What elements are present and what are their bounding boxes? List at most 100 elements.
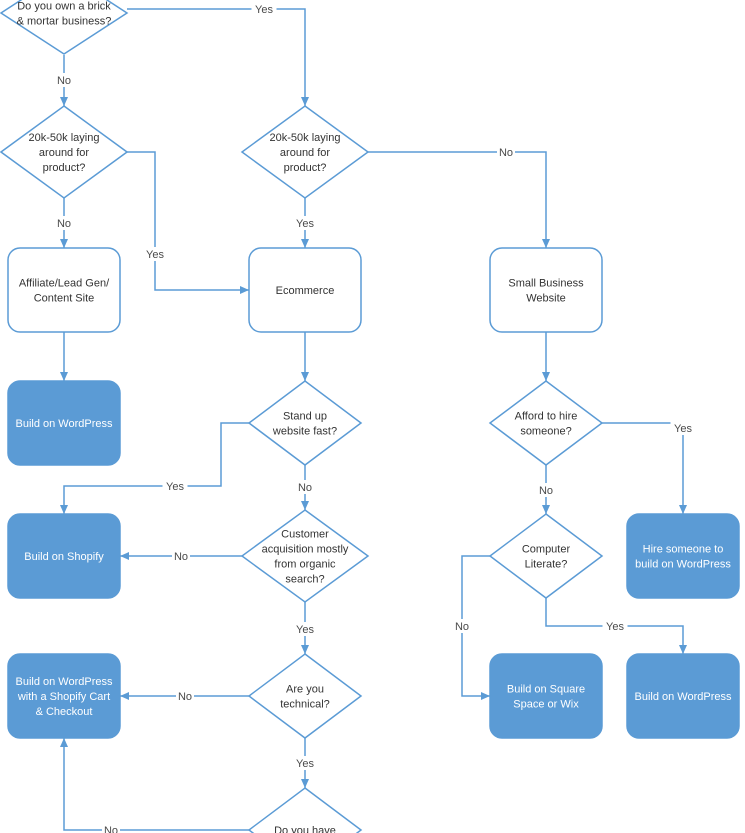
- decision-diamond: [240, 509, 370, 603]
- result-box: [7, 513, 121, 599]
- connector-label-technical-no: No: [178, 691, 192, 703]
- connector-label-bg: [162, 479, 188, 493]
- process-box: [7, 247, 121, 333]
- connector-label-bg: [102, 823, 120, 833]
- connector-label-bg: [55, 216, 73, 230]
- edge-cash-mid-no: [368, 151, 550, 248]
- decision-diamond: [247, 653, 363, 739]
- node-q-fast: Stand up website fast?: [247, 380, 363, 466]
- connector-label-bg: [292, 756, 318, 770]
- node-label-line: 20k-50k laying: [270, 132, 341, 144]
- node-wp-right: Build on WordPress: [626, 653, 740, 739]
- connector-label-bg: [670, 421, 696, 435]
- node-affiliate: Affiliate/Lead Gen/Content Site: [7, 247, 121, 333]
- connector-label-bg: [537, 483, 555, 497]
- node-label-line: Customer: [281, 529, 329, 541]
- result-box: [7, 653, 121, 739]
- connector-label-bg: [292, 216, 318, 230]
- connector-label-technical-yes: Yes: [296, 758, 314, 770]
- connector-label-organic-yes: Yes: [296, 624, 314, 636]
- decision-diamond: [240, 105, 370, 199]
- node-label-line: Afford to hire: [515, 411, 578, 423]
- connector-label-brick-yes: Yes: [255, 4, 273, 16]
- node-q-brick: Do you own a brick & mortar business?: [0, 0, 129, 55]
- node-q-cash-left: 20k-50k laying around for product?: [0, 105, 129, 199]
- node-ecommerce: Ecommerce: [248, 247, 362, 333]
- connector-label-do-you-have-no: No: [104, 825, 118, 833]
- decision-diamond: [488, 380, 604, 466]
- connector-label-bg: [176, 689, 194, 703]
- connector-label-bg: [251, 2, 277, 16]
- connector-label-bg: [142, 247, 168, 261]
- node-label-line: acquisition mostly: [262, 544, 349, 556]
- process-box: [489, 247, 603, 333]
- connector-label-bg: [453, 619, 471, 633]
- node-label-line: product?: [43, 162, 86, 174]
- connector-label-bg: [296, 480, 314, 494]
- connector-label-bg: [292, 622, 318, 636]
- edge-brick-yes: [127, 8, 309, 106]
- connector-label-computer-no: No: [455, 621, 469, 633]
- result-box: [7, 380, 121, 466]
- process-box: [248, 247, 362, 333]
- node-shopify: Build on Shopify: [7, 513, 121, 599]
- edge-fast-yes: [60, 422, 249, 514]
- node-label-line: Small Business: [508, 278, 584, 290]
- node-label-line: Do you own a brick: [17, 1, 111, 13]
- node-label-line: search?: [285, 574, 324, 586]
- node-label-line: & mortar business?: [17, 16, 112, 28]
- node-q-afford: Afford to hire someone?: [488, 380, 604, 466]
- connector-label-bg: [602, 619, 628, 633]
- decision-diamond: [247, 380, 363, 466]
- connector-label-afford-yes: Yes: [674, 423, 692, 435]
- node-q-do-you-have: Do you have: [247, 787, 363, 833]
- result-box: [626, 513, 740, 599]
- node-label-line: Affiliate/Lead Gen/: [19, 278, 110, 290]
- node-label-line: Do you have: [274, 825, 336, 833]
- node-label-line: Literate?: [525, 559, 568, 571]
- node-label-line: 20k-50k laying: [29, 132, 100, 144]
- decision-diamond: [488, 513, 604, 599]
- node-label-line: Build on WordPress: [15, 676, 113, 688]
- result-box: [489, 653, 603, 739]
- node-label-line: someone?: [520, 426, 571, 438]
- edge-do-you-have-no: [60, 738, 249, 831]
- connector-label-organic-no: No: [174, 551, 188, 563]
- node-label-line: Space or Wix: [513, 699, 579, 711]
- node-label-line: Build on Square: [507, 684, 585, 696]
- edge-cash-left-yes: [127, 151, 249, 294]
- connector-label-bg: [172, 549, 190, 563]
- connector-label-computer-yes: Yes: [606, 621, 624, 633]
- node-label-line: Content Site: [34, 293, 95, 305]
- connector-label-cash-left-yes: Yes: [146, 249, 164, 261]
- decision-diamond: [0, 0, 129, 55]
- edge-afford-yes: [602, 422, 687, 514]
- connector-label-cash-mid-no: No: [499, 147, 513, 159]
- connector-label-brick-no: No: [57, 75, 71, 87]
- connector-label-bg: [55, 73, 73, 87]
- connector-label-afford-no: No: [539, 485, 553, 497]
- node-label-line: Are you: [286, 684, 324, 696]
- connector-label-cash-mid-yes: Yes: [296, 218, 314, 230]
- node-label-line: Stand up: [283, 411, 327, 423]
- node-label-line: website fast?: [272, 426, 337, 438]
- node-label-line: Computer: [522, 544, 571, 556]
- node-label-line: & Checkout: [36, 706, 93, 718]
- connector-label-cash-left-no: No: [57, 218, 71, 230]
- node-label-line: Build on WordPress: [15, 418, 113, 430]
- node-label-line: Ecommerce: [276, 285, 335, 297]
- node-label-line: around for: [39, 147, 89, 159]
- node-label-line: around for: [280, 147, 330, 159]
- result-box: [626, 653, 740, 739]
- node-wp-left: Build on WordPress: [7, 380, 121, 466]
